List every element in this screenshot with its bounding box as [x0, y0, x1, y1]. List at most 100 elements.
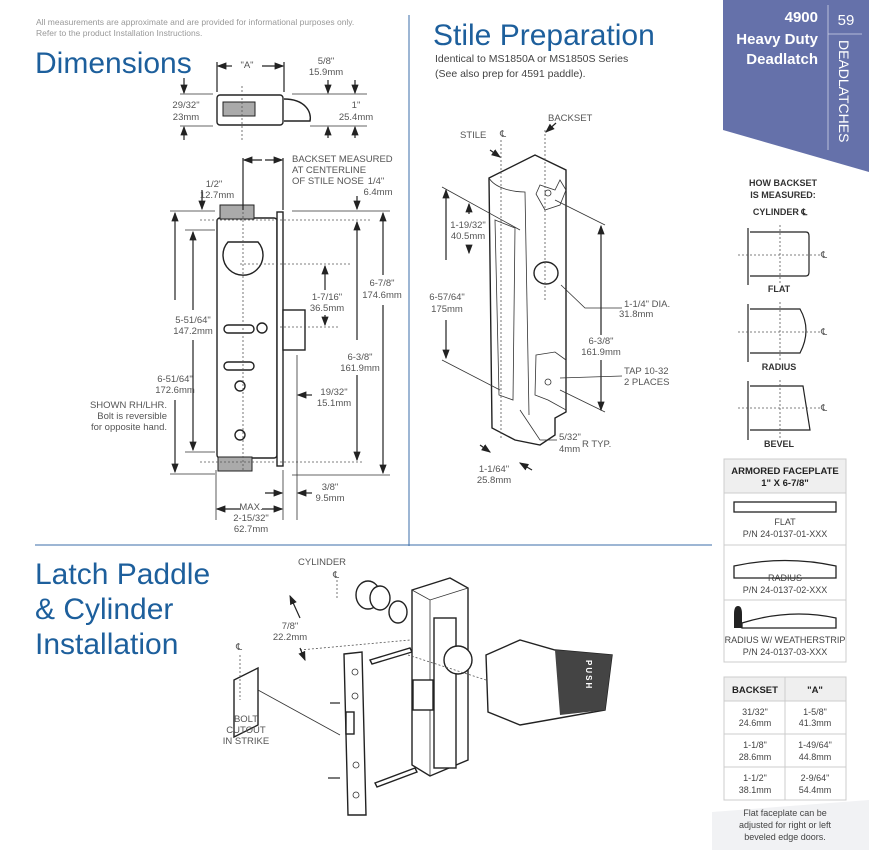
dim-label: 4mm	[559, 444, 580, 455]
dim-label: 1"	[352, 100, 361, 111]
faceplate-name: RADIUS	[768, 573, 802, 583]
footnote: adjusted for right or left	[739, 820, 832, 830]
table-cell: 2-9/64"	[801, 773, 830, 783]
faceplate-name: FLAT	[774, 517, 796, 527]
dim-label: 6-3/8"	[347, 352, 372, 363]
backset-note: AT CENTERLINE	[292, 165, 366, 176]
dim-label: 29/32"	[172, 100, 199, 111]
dim-label: 1-7/16"	[312, 292, 342, 303]
dim-label: MAX.	[239, 502, 262, 513]
dim-label: 1-1/4" DIA.	[624, 299, 670, 310]
dim-label: 40.5mm	[451, 231, 485, 242]
cylinder-label: CYLINDER	[298, 557, 346, 568]
deadlatch-top-view	[180, 62, 367, 140]
faceplate-part-number: P/N 24-0137-02-XXX	[743, 585, 828, 595]
product-name: Heavy Duty	[736, 31, 818, 48]
dim-label: 9.5mm	[315, 493, 344, 504]
dim-label: 5/8"	[318, 56, 335, 67]
stile-preparation-title: Stile Preparation	[433, 19, 655, 52]
dim-label: 1/4"	[368, 176, 385, 187]
footnote-background	[712, 800, 869, 850]
dim-label: 6.4mm	[363, 187, 392, 198]
product-name: Deadlatch	[746, 51, 818, 68]
deadlatch-side-view	[170, 156, 390, 520]
table-cell: 38.1mm	[739, 785, 772, 795]
how-backset-heading: IS MEASURED:	[750, 190, 816, 200]
table-cell: 1-1/8"	[743, 740, 767, 750]
stile-label: STILE	[460, 130, 486, 141]
table-cell: 1-5/8"	[803, 707, 827, 717]
section-label: DEADLATCHES	[836, 40, 852, 142]
dim-label: 172.6mm	[155, 385, 195, 396]
dim-label: 3/8"	[322, 482, 339, 493]
table-cell: 24.6mm	[739, 718, 772, 728]
backset-label: BACKSET	[548, 113, 593, 124]
dim-label: 6-7/8"	[369, 278, 394, 289]
latch-title: & Cylinder	[35, 593, 173, 626]
tap-label: 2 PLACES	[624, 377, 669, 388]
dim-label: 25.4mm	[339, 112, 373, 123]
centerline-symbol: ℄	[499, 129, 507, 140]
centerline-symbol: ℄	[820, 250, 828, 261]
centerline-symbol: ℄	[820, 403, 828, 414]
faceplate-header: ARMORED FACEPLATE	[731, 466, 839, 477]
dim-a-label: "A"	[240, 60, 253, 71]
section-banner	[723, 0, 869, 172]
dim-label: 12.7mm	[200, 190, 234, 201]
backset-table	[723, 676, 847, 801]
table-cell: 1-49/64"	[798, 740, 832, 750]
faceplate-header: 1" X 6-7/8"	[761, 478, 809, 489]
cylinder-centerline-label: CYLINDER ℄	[753, 207, 808, 217]
dim-label: 7/8"	[282, 621, 299, 632]
faceplate-name: RADIUS W/ WEATHERSTRIP	[725, 635, 846, 645]
centerline-symbol: ℄	[820, 327, 828, 338]
dim-label: 36.5mm	[310, 303, 344, 314]
footnote: beveled edge doors.	[744, 832, 826, 842]
backset-type-label: BEVEL	[764, 439, 795, 449]
dim-label: 23mm	[173, 112, 199, 123]
installation-exploded-view	[233, 577, 613, 816]
bolt-cutout-label: CUTOUT	[226, 725, 266, 736]
hand-note: Bolt is reversible	[97, 411, 167, 422]
disclaimer-line: Refer to the product Installation Instru…	[36, 28, 202, 38]
faceplate-part-number: P/N 24-0137-01-XXX	[743, 529, 828, 539]
centerline-symbol: ℄	[332, 570, 340, 581]
dim-label: 1/2"	[206, 179, 223, 190]
column-header: BACKSET	[732, 685, 778, 696]
dim-label: 2-15/32"	[233, 513, 269, 524]
dim-label: 19/32"	[320, 387, 347, 398]
stile-subtitle: Identical to MS1850A or MS1850S Series	[435, 53, 628, 65]
backset-diagrams	[738, 225, 820, 440]
dim-label: 22.2mm	[273, 632, 307, 643]
dim-label: 1-1/64"	[479, 464, 509, 475]
dim-label: 5/32"	[559, 432, 581, 443]
dim-label: 6-51/64"	[157, 374, 193, 385]
tap-label: TAP 10-32	[624, 366, 669, 377]
faceplate-table	[723, 458, 847, 663]
dim-label: 15.1mm	[317, 398, 351, 409]
backset-note: OF STILE NOSE	[292, 176, 364, 187]
dim-label: 31.8mm	[619, 309, 653, 320]
column-header: "A"	[807, 685, 823, 696]
dim-label: 161.9mm	[340, 363, 380, 374]
centerline-symbol: ℄	[235, 642, 243, 653]
dim-label: 1-19/32"	[450, 220, 486, 231]
page-number: 59	[838, 12, 855, 29]
dim-label: 6-3/8"	[588, 336, 613, 347]
dim-label: 62.7mm	[234, 524, 268, 535]
dim-label: 6-57/64"	[429, 292, 465, 303]
table-cell: 31/32"	[742, 707, 768, 717]
latch-title: Latch Paddle	[35, 558, 210, 591]
hand-note: SHOWN RH/LHR.	[90, 400, 167, 411]
how-backset-heading: HOW BACKSET	[749, 178, 817, 188]
table-cell: 54.4mm	[799, 785, 832, 795]
table-cell: 44.8mm	[799, 752, 832, 762]
footnote: Flat faceplate can be	[743, 808, 827, 818]
backset-type-label: FLAT	[768, 284, 791, 294]
latch-title: Installation	[35, 628, 178, 661]
push-label: PUSH	[584, 660, 593, 690]
dim-label: 174.6mm	[362, 290, 402, 301]
table-cell: 41.3mm	[799, 718, 832, 728]
disclaimer-line: All measurements are approximate and are…	[36, 17, 354, 27]
